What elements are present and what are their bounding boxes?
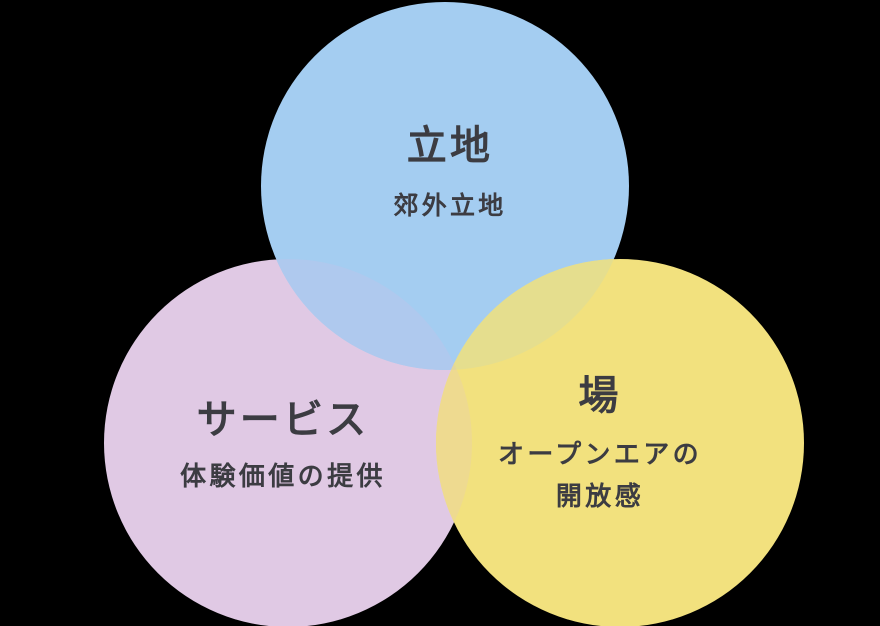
overlap-location-service <box>261 259 472 370</box>
circle-place <box>436 259 804 626</box>
